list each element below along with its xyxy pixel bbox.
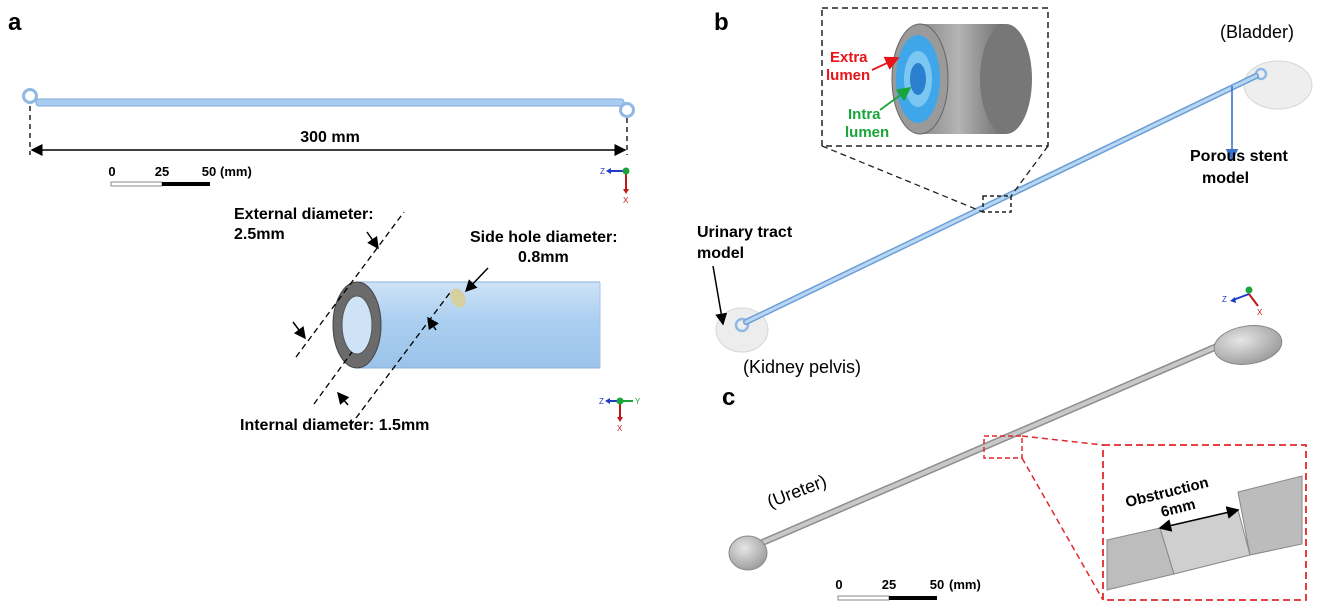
porous-stent-label: Porous stent model xyxy=(1190,148,1292,187)
svg-text:50: 50 xyxy=(930,577,944,592)
internal-dim-line xyxy=(313,351,353,405)
extra-lumen-label: Extra lumen xyxy=(826,49,872,84)
axes-triad-bottom: Z Y X xyxy=(599,397,641,433)
svg-text:(mm): (mm) xyxy=(220,164,252,179)
side-hole xyxy=(450,288,466,308)
svg-text:X: X xyxy=(617,424,623,433)
external-arrow-left xyxy=(292,321,306,340)
extra-lumen-arrow xyxy=(871,56,900,71)
stent-cross-section xyxy=(332,281,601,369)
length-label: 300 mm xyxy=(300,129,360,146)
kidney-pelvis-label: (Kidney pelvis) xyxy=(743,357,861,377)
bladder-label: (Bladder) xyxy=(1220,22,1294,42)
external-arrow-top xyxy=(366,231,379,250)
internal-diameter-label: Internal diameter: 1.5mm xyxy=(240,417,429,434)
external-dim-line-1 xyxy=(295,211,405,358)
svg-text:Z: Z xyxy=(599,397,604,406)
svg-text:0: 0 xyxy=(835,577,842,592)
axes-triad-top: Z X xyxy=(600,167,630,205)
intra-lumen-label: Intra lumen xyxy=(845,106,889,141)
lumen-cylinder xyxy=(891,23,1032,135)
svg-text:25: 25 xyxy=(155,164,169,179)
svg-text:0: 0 xyxy=(108,164,115,179)
axes-triad-b: Z X xyxy=(1222,286,1263,317)
intra-lumen-arrow xyxy=(879,86,912,111)
urinary-tract-label: Urinary tract model xyxy=(697,224,797,262)
panel-c-letter: c xyxy=(722,384,735,411)
internal-arrow-bottom xyxy=(337,391,350,406)
svg-text:25: 25 xyxy=(882,577,896,592)
scale-bar-c: 0 25 50 (mm) xyxy=(835,577,981,601)
obstruction-arrow xyxy=(1158,506,1240,532)
bladder-model xyxy=(1243,60,1313,110)
svg-text:Y: Y xyxy=(635,397,641,406)
zoom-source-box-c xyxy=(983,435,1023,459)
svg-text:Z: Z xyxy=(600,167,605,176)
svg-text:50: 50 xyxy=(202,164,216,179)
side-hole-arrow xyxy=(464,267,489,293)
svg-text:X: X xyxy=(1257,308,1263,317)
internal-arrow-right xyxy=(427,316,439,331)
side-hole-label: Side hole diameter: 0.8mm xyxy=(470,229,622,266)
svg-text:Z: Z xyxy=(1222,295,1227,304)
external-dim-line-2 xyxy=(349,289,453,427)
ureter-model xyxy=(728,325,1283,571)
urinary-tract-arrow xyxy=(712,265,728,326)
zoom-source-box-b xyxy=(982,195,1012,213)
scale-bar-a: 0 25 50 (mm) xyxy=(108,164,252,187)
panel-a-letter: a xyxy=(8,9,22,36)
svg-text:(mm): (mm) xyxy=(949,577,981,592)
full-stent-model xyxy=(22,88,635,118)
ureter-label: (Ureter) xyxy=(764,471,829,512)
svg-text:X: X xyxy=(623,196,629,205)
external-diameter-label: External diameter: 2.5mm xyxy=(234,206,378,243)
panel-b-letter: b xyxy=(714,9,729,36)
